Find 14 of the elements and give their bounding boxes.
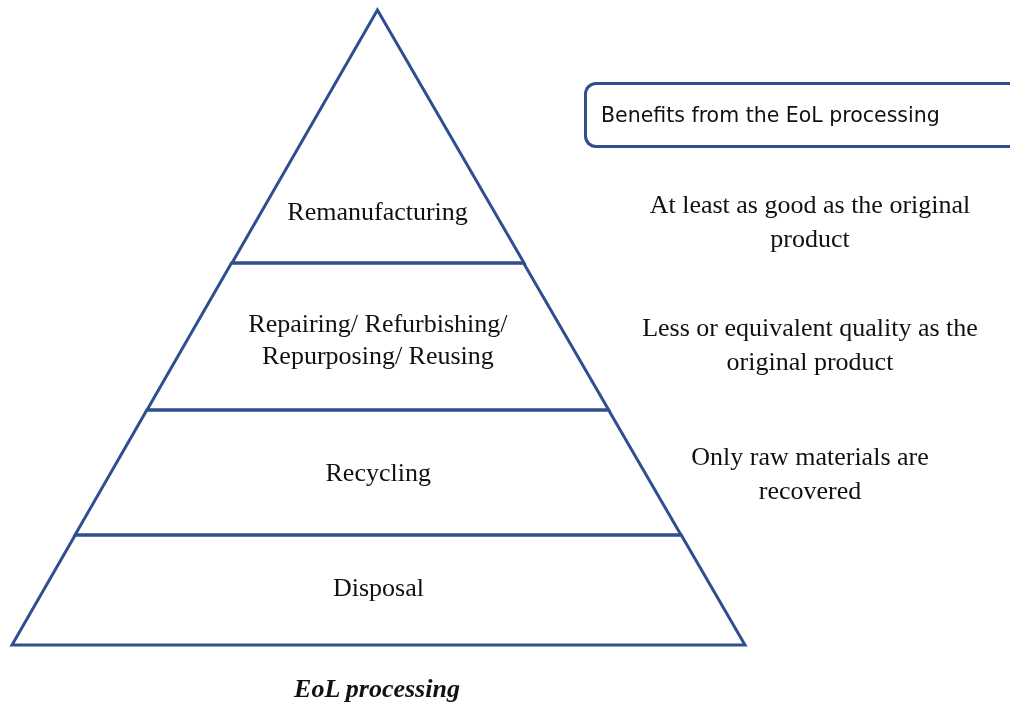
heading-text: Benefits from the EoL processing — [601, 103, 940, 127]
tier-label: Recycling — [324, 457, 432, 489]
benefit-note: Less or equivalent quality as the original product — [641, 312, 979, 378]
tier-label: Repairing/ Refurbishing/ Repurposing/ Reusing — [247, 308, 509, 372]
benefit-note: Only raw materials are recovered — [690, 441, 930, 507]
tier-label: Disposal — [332, 572, 425, 604]
pyramid-tier — [147, 263, 609, 410]
benefit-note: At least as good as the original product — [648, 189, 972, 255]
pyramid-tier — [12, 535, 745, 645]
caption: EoL processing — [293, 674, 461, 704]
tier-label: Remanufacturing — [286, 196, 469, 228]
heading-box — [584, 82, 1010, 148]
pyramid-tier — [75, 410, 682, 535]
pyramid-tier — [231, 10, 524, 263]
